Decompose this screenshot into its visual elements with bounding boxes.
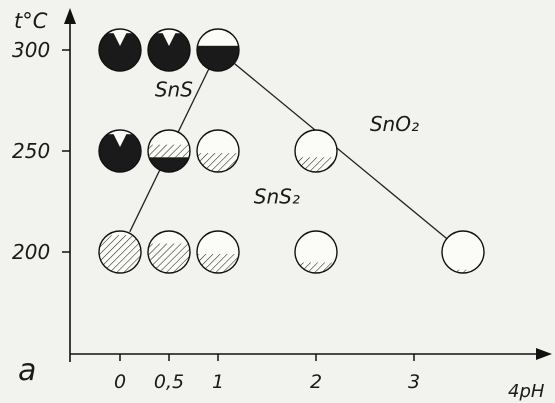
region-label: SnS₂ (254, 185, 300, 209)
sns2-fill (295, 262, 337, 273)
x-axis-label: 4pH (508, 381, 545, 402)
marker-notch (161, 30, 177, 46)
x-tick-label: 0,5 (154, 371, 184, 393)
data-point (441, 230, 485, 274)
data-points (98, 28, 485, 274)
sns2-fill (99, 235, 141, 273)
sns2-fill (442, 269, 484, 273)
x-axis-label-text: pH (518, 381, 544, 402)
y-axis-label: t°C (14, 9, 48, 33)
y-axis-arrow (64, 8, 76, 24)
marker-outline (147, 28, 191, 72)
data-point (98, 28, 142, 72)
data-point (196, 230, 240, 274)
marker-outline (98, 129, 142, 173)
sns2-fill (148, 144, 190, 158)
marker-notch (112, 30, 128, 46)
marker-background (442, 231, 484, 273)
data-point (196, 129, 240, 173)
marker-outline (147, 230, 191, 274)
data-point (196, 28, 240, 72)
marker-outline (98, 230, 142, 274)
marker-outline (294, 230, 338, 274)
x-axis-arrow (536, 348, 552, 360)
x-axis-label-prefix: 4 (508, 381, 519, 402)
data-point (147, 28, 191, 72)
sns2-fill (148, 243, 190, 273)
marker-outline (98, 28, 142, 72)
marker-outline (196, 129, 240, 173)
boundary-line (217, 49, 464, 253)
marker-outline (147, 129, 191, 173)
y-tick-label: 250 (12, 139, 50, 163)
sns2-fill (197, 254, 239, 273)
marker-outline (196, 230, 240, 274)
y-tick-label: 200 (12, 240, 50, 264)
sns2-fill (197, 153, 239, 172)
data-point (147, 230, 191, 274)
x-tick-label: 2 (310, 371, 322, 393)
marker-outline (196, 28, 240, 72)
marker-outline (294, 129, 338, 173)
x-tick-label: 0 (114, 371, 126, 393)
data-point (98, 129, 142, 173)
marker-notch (112, 131, 128, 147)
marker-outline (441, 230, 485, 274)
region-labels: SnS SnS₂ SnO₂ (155, 77, 419, 208)
data-point (294, 230, 338, 274)
region-label: SnO₂ (370, 112, 419, 136)
data-point (147, 129, 191, 173)
region-label: SnS (155, 77, 193, 101)
x-tick-label: 3 (408, 371, 420, 393)
data-point (294, 129, 338, 173)
sns2-fill (295, 157, 337, 172)
panel-label: a (18, 353, 36, 388)
data-point (98, 230, 142, 274)
sns-fill (148, 157, 190, 172)
y-tick-label: 300 (12, 38, 50, 62)
x-tick-label: 1 (212, 371, 224, 393)
axis-ticks: 200 250 300 0 0,5 1 2 3 (12, 38, 420, 393)
sns-fill (197, 45, 239, 71)
